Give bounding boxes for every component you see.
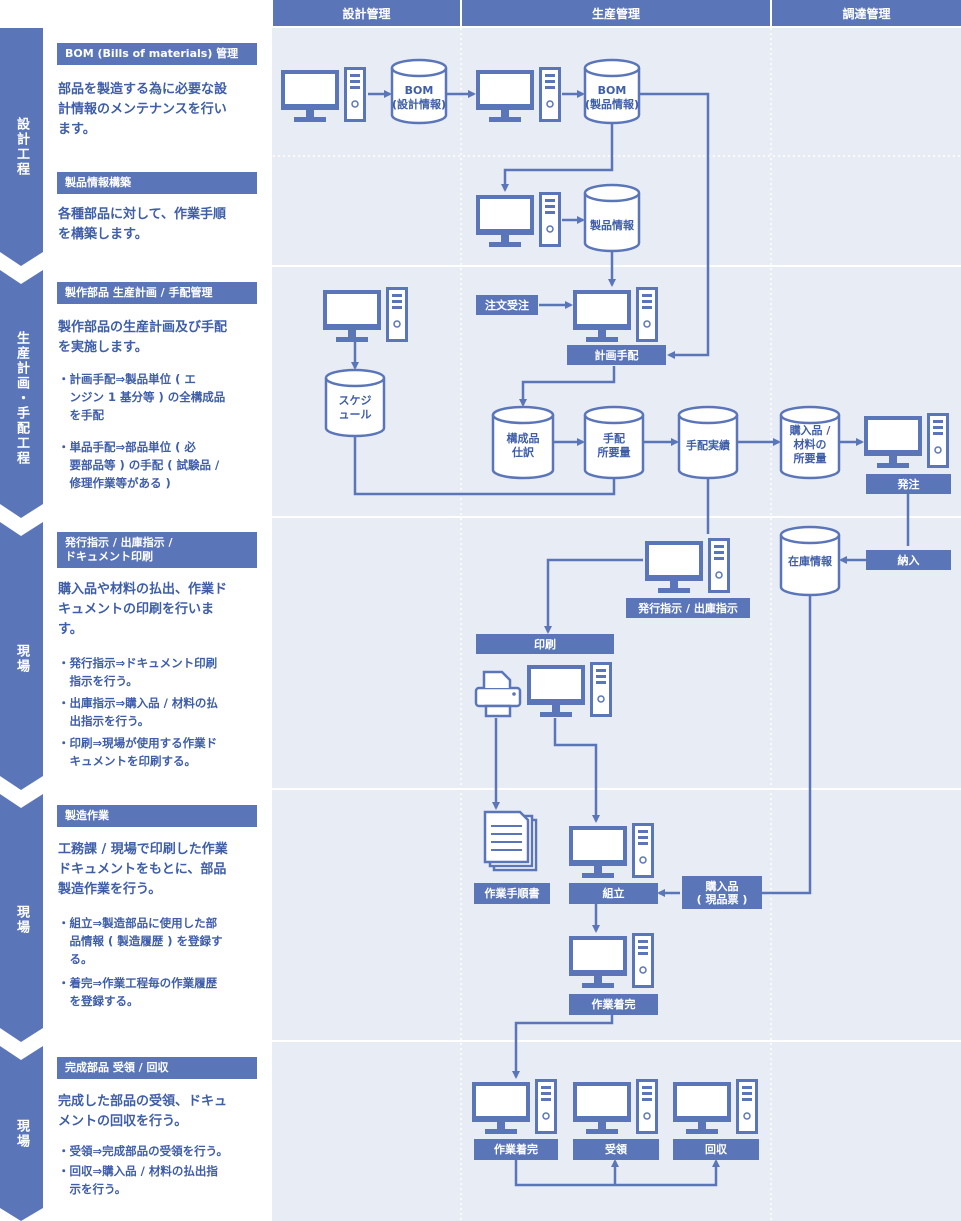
label-work-completion-1: 作業着完: [569, 994, 658, 1015]
label-planned-order: 計画手配: [567, 345, 666, 365]
node-required-qty: 手配 所要量: [597, 432, 631, 459]
section-bullet-issue-1: ・発行指示⇒ドキュメント印刷 指示を行う。: [58, 656, 218, 688]
section-title-receive: 完成部品 受領 / 回収: [57, 1057, 257, 1079]
computer-icon: [475, 66, 562, 123]
section-bullet-receive-1: ・受領⇒完成部品の受領を行う。: [58, 1144, 228, 1158]
section-body-bom: 部品を製造する為に必要な設 計情報のメンテナンスを行い ます。: [58, 82, 228, 137]
computer-icon: [644, 537, 731, 594]
node-bom-design: BOM (設計情報): [391, 84, 447, 111]
computer-icon: [672, 1078, 759, 1135]
section-title-plan: 製作部品 生産計画 / 手配管理: [57, 282, 257, 304]
stage-label-shopfloor-3: 現場: [14, 1119, 29, 1149]
node-schedule: スケジ ュール: [338, 394, 372, 421]
label-delivery: 納入: [866, 550, 951, 570]
section-title-mfg: 製造作業: [57, 805, 257, 827]
node-stock-info: 在庫情報: [788, 555, 832, 568]
computer-icon: [526, 661, 613, 718]
desc-mfg: [43, 790, 272, 1040]
label-print: 印刷: [476, 634, 614, 654]
section-bullet-mfg-1: ・組立⇒製造部品に使用した部 品情報 ( 製造履歴 ) を登録す る。: [58, 916, 223, 966]
label-assembly: 組立: [569, 883, 658, 904]
computer-icon: [572, 1078, 659, 1135]
label-receipt: 受領: [573, 1139, 659, 1160]
computer-icon: [322, 286, 409, 343]
section-bullet-issue-3: ・印刷⇒現場が使用する作業ド キュメントを印刷する。: [58, 736, 218, 768]
stage-label-design: 設計工程: [14, 117, 29, 177]
node-order-actual: 手配実績: [686, 439, 730, 452]
printer-icon: [474, 670, 522, 718]
label-order-received: 注文受注: [476, 295, 538, 315]
section-title-bom: BOM (Bills of materials) 管理: [57, 43, 257, 65]
computer-icon: [471, 1078, 558, 1135]
computer-icon: [572, 286, 659, 343]
column-header-procurement: 調達管理: [772, 0, 961, 26]
column-header-production: 生産管理: [462, 0, 770, 26]
section-bullet-issue-2: ・出庫指示⇒購入品 / 材料の払 出指示を行う。: [58, 696, 218, 728]
computer-icon: [475, 191, 562, 248]
label-work-completion-2: 作業着完: [474, 1139, 558, 1160]
stage-label-shopfloor-1: 現場: [14, 644, 29, 674]
section-title-prodinfo: 製品情報構築: [57, 172, 257, 194]
label-purchased-parts: 購入品 ( 現品票 ): [682, 876, 762, 909]
node-purchase-requirement: 購入品 / 材料の 所要量: [789, 424, 831, 465]
section-bullet-receive-2: ・回収⇒購入品 / 材料の払出指 示を行う。: [58, 1164, 218, 1196]
section-body-receive: 完成した部品の受領、ドキュ メントの回収を行う。: [58, 1094, 228, 1129]
label-purchase-order: 発注: [866, 474, 951, 494]
section-bullet-plan-2: ・単品手配⇒部品単位 ( 必 要部品等 ) の手配 ( 試験品 / 修理作業等が…: [58, 440, 220, 490]
column-header-design: 設計管理: [273, 0, 460, 26]
stage-label-planning: 生産計画・手配工程: [14, 330, 29, 466]
label-work-procedure: 作業手順書: [474, 883, 550, 904]
section-body-mfg: 工務課 / 現場で印刷した作業 ドキュメントをもとに、部品 製造作業を行う。: [58, 842, 228, 897]
computer-icon: [568, 932, 655, 989]
section-body-plan: 製作部品の生産計画及び手配 を実施します。: [58, 320, 228, 355]
section-body-issue: 購入品や材料の払出、作業ド キュメントの印刷を行いま す。: [58, 582, 228, 637]
computer-icon: [863, 412, 950, 469]
label-issue-instruction: 発行指示 / 出庫指示: [626, 598, 750, 618]
label-collection: 回収: [673, 1139, 759, 1160]
document-stack-icon: [483, 810, 538, 872]
desc-plan: [43, 267, 272, 516]
stage-label-shopfloor-2: 現場: [14, 905, 29, 935]
section-title-issue: 発行指示 / 出庫指示 / ドキュメント印刷: [57, 532, 257, 568]
section-bullet-plan-1: ・計画手配⇒製品単位 ( エ ンジン 1 基分等 ) の全構成品 を手配: [58, 372, 226, 422]
section-bullet-mfg-2: ・着完⇒作業工程毎の作業履歴 を登録する。: [58, 976, 218, 1008]
node-structure-sort: 構成品 仕訳: [506, 432, 540, 459]
node-product-info: 製品情報: [590, 219, 634, 232]
node-bom-product: BOM (製品情報): [584, 84, 640, 111]
computer-icon: [280, 66, 367, 123]
section-body-prodinfo: 各種部品に対して、作業手順 を構築します。: [58, 207, 226, 242]
computer-icon: [568, 822, 655, 879]
